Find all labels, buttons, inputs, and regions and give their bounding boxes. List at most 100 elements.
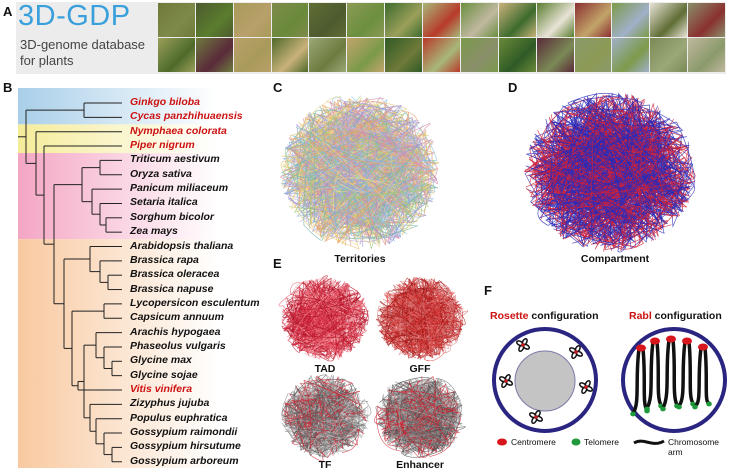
plant-photo	[271, 38, 309, 72]
chromatin-strand	[288, 385, 346, 446]
clade-band	[18, 124, 218, 154]
chromatin-strand	[397, 285, 440, 354]
plant-photo	[309, 38, 347, 72]
clade-band	[18, 153, 218, 240]
chromatin-strand	[540, 97, 686, 194]
chromatin-strand	[529, 106, 684, 197]
species-label: Triticum aestivum	[130, 153, 220, 166]
plant-photo	[688, 3, 725, 37]
caption-enhancer: Enhancer	[396, 459, 444, 471]
plant-photo	[612, 3, 650, 37]
centromere-marker	[698, 343, 708, 351]
panel-f-legend: Centromere Telomere Chromosome arm	[494, 434, 729, 457]
chromatin-strand	[298, 277, 369, 330]
chromatin-strand	[388, 278, 449, 346]
tad-structure	[278, 275, 369, 362]
panel-letter-d: D	[508, 80, 518, 95]
chromatin-strand	[397, 383, 454, 446]
chromatin-strand	[390, 390, 462, 444]
chromatin-strand	[383, 386, 451, 455]
caption-tad: TAD	[314, 363, 336, 375]
chromatin-strand	[408, 288, 455, 346]
species-label: Lycopersicon esculentum	[130, 296, 260, 309]
chromatin-strand	[296, 306, 368, 350]
species-label: Phaseolus vulgaris	[130, 339, 226, 352]
caption-tf: TF	[318, 459, 332, 471]
chromatin-strand	[303, 379, 360, 449]
species-label: Populus euphratica	[130, 411, 228, 424]
chromatin-strand	[301, 107, 413, 230]
plant-photo	[688, 38, 725, 72]
brand-title: 3D-GDP	[18, 0, 131, 32]
chromatin-strand	[297, 281, 345, 347]
rabl-chromosome	[660, 335, 680, 412]
rosette-nucleus-diagram	[492, 327, 598, 433]
compartment-structure	[523, 92, 696, 253]
chromatin-strand	[301, 119, 420, 229]
chromatin-strand	[305, 142, 439, 231]
chromatin-strand	[551, 97, 676, 209]
chromatin-strand	[544, 106, 672, 206]
chromatin-strand	[331, 145, 433, 245]
species-label: Brassica napuse	[130, 282, 214, 295]
species-label: Capsicum annuum	[130, 311, 224, 324]
species-label: Arabidopsis thaliana	[130, 239, 234, 252]
chromatin-strand	[290, 390, 360, 429]
species-label: Glycine sojae	[130, 368, 198, 381]
chromatin-strand	[291, 388, 359, 443]
chromatin-strand	[306, 391, 359, 451]
chromatin-strand	[379, 292, 463, 359]
chromatin-strand	[529, 102, 652, 222]
chromatin-strand	[303, 109, 381, 241]
chromatin-strand	[307, 125, 392, 237]
plant-photo	[233, 3, 271, 37]
rabl-configuration-word: configuration	[651, 310, 722, 322]
chromatin-strand	[383, 377, 442, 435]
plant-photo	[423, 38, 460, 72]
chromatin-strand	[381, 394, 458, 436]
chromatin-strand	[378, 292, 437, 356]
plant-photo	[233, 38, 271, 72]
chromatin-strand	[559, 148, 652, 239]
species-label: Oryza sativa	[130, 167, 192, 180]
panel-letter-e: E	[273, 256, 282, 271]
chromatin-strand	[283, 383, 361, 438]
rosette-configuration-word: configuration	[528, 310, 599, 322]
chromatin-strand	[543, 132, 665, 248]
plant-photo	[460, 3, 498, 37]
nucleolus	[514, 350, 576, 412]
chromatin-strand	[551, 120, 660, 217]
chromatin-strand	[550, 98, 670, 234]
chromatin-strand	[301, 279, 355, 352]
plant-photo	[347, 38, 385, 72]
chromatin-strand	[287, 282, 352, 341]
legend-centromere-label: Centromere	[511, 437, 556, 447]
chromatin-strand	[284, 97, 436, 213]
chromatin-strand	[377, 282, 453, 349]
centromere-marker	[666, 335, 676, 343]
telomere-marker	[644, 406, 650, 412]
header-banner: 3D-GDP 3D-genome database for plants	[16, 0, 726, 74]
chromatin-strand	[543, 96, 695, 211]
species-label: Gossypium arboreum	[130, 454, 239, 467]
plant-photo	[574, 38, 612, 72]
plant-photo	[498, 38, 536, 72]
species-label: Ginkgo biloba	[130, 96, 200, 108]
centromere-marker	[636, 344, 646, 352]
chromatin-strand	[285, 283, 360, 355]
chromatin-strand	[388, 378, 427, 436]
chromatin-strand	[305, 282, 351, 358]
species-label: Zizyphus jujuba	[130, 397, 210, 410]
chromatin-strand	[534, 114, 694, 220]
plant-photo	[158, 3, 195, 37]
chromatin-strand	[534, 126, 689, 215]
species-label: Sorghum bicolor	[130, 210, 214, 223]
legend-chromosome-arm-label: Chromosome arm	[668, 437, 720, 457]
telomere-legend-marker	[571, 438, 581, 446]
chromatin-strand	[280, 115, 413, 220]
chromatin-strand	[555, 94, 676, 238]
rosette-word: Rosette	[490, 310, 529, 322]
chromatin-strand	[386, 394, 449, 450]
chromatin-strand	[298, 104, 440, 240]
species-label: Vitis vinifera	[130, 383, 193, 395]
